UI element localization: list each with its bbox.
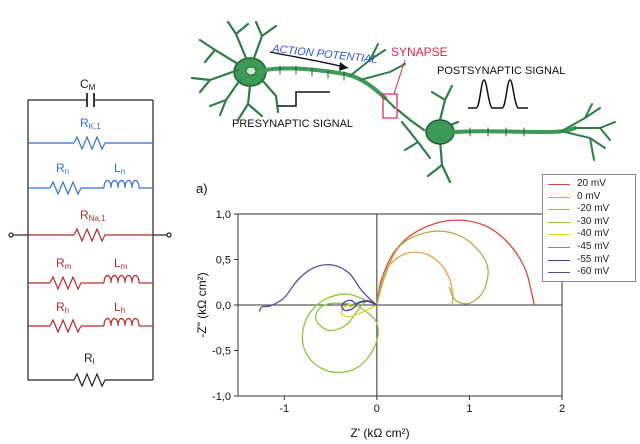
- series-line-0mV: [376, 251, 454, 306]
- y-tick-label: 0,5: [216, 255, 231, 267]
- y-axis-label: -Z" (kΩ cm²): [195, 272, 209, 337]
- x-tick-label: -1: [279, 403, 289, 415]
- ln-inductor: [103, 179, 140, 189]
- x-axis-label: Z' (kΩ cm²): [350, 426, 409, 440]
- legend-swatch: [548, 272, 570, 274]
- rm-resistor: [49, 275, 82, 291]
- legend-label: -20 mV: [577, 203, 610, 215]
- legend-swatch: [548, 184, 570, 185]
- circuit-diagram: [8, 93, 172, 388]
- legend-swatch: [548, 209, 570, 211]
- x-tick-label: 1: [466, 403, 472, 415]
- postsynaptic-label: POSTSYNAPTIC SIGNAL: [437, 65, 565, 77]
- legend-label: 20 mV: [577, 178, 606, 189]
- legend-label: -40 mV: [577, 228, 610, 240]
- chart-axes: -1 0 1 2 1,0 0,5 0,0 -0,5 -1,0: [212, 209, 565, 415]
- circuit-terminal-left: [8, 232, 14, 238]
- legend-swatch: [548, 234, 570, 236]
- x-tick-label: 0: [374, 403, 380, 415]
- legend-swatch: [548, 221, 570, 223]
- legend-item: -40 mV: [543, 228, 635, 240]
- postsynaptic-soma: [425, 119, 455, 145]
- rl-label: Rl: [84, 351, 95, 366]
- chart-series: [258, 219, 535, 374]
- y-tick-label: -1,0: [212, 391, 231, 403]
- postsynaptic-axon: [452, 126, 577, 135]
- x-tick-label: 2: [559, 403, 565, 415]
- ln-label: Ln: [114, 161, 125, 176]
- legend-label: -60 mV: [577, 266, 610, 278]
- rna-resistor: [73, 227, 106, 243]
- postsynaptic-myelin: [469, 127, 525, 137]
- legend-item: 0 mV: [543, 191, 635, 203]
- rl-resistor: [73, 372, 106, 388]
- synapse-box: [382, 93, 398, 119]
- presynaptic-label: PRESYNAPTIC SIGNAL: [232, 118, 353, 130]
- series-line-neg60mV: [258, 264, 378, 312]
- legend-swatch: [548, 247, 570, 248]
- series-line-neg30mV: [301, 293, 379, 374]
- legend-label: -30 mV: [577, 215, 610, 227]
- rm-label: Rm: [56, 256, 72, 271]
- rna-label: RNa,1: [80, 208, 106, 223]
- rk-label: RK,1: [80, 116, 101, 131]
- presynaptic-terminals: [349, 43, 406, 109]
- legend-label: -55 mV: [577, 253, 610, 265]
- legend-swatch: [548, 196, 570, 198]
- postsynaptic-terminals: [559, 103, 616, 161]
- legend-item: -20 mV: [543, 203, 635, 215]
- presynaptic-nucleus: [245, 66, 257, 76]
- neuron-illustration: [190, 20, 616, 184]
- presynaptic-myelin: [279, 65, 345, 81]
- legend-item: -45 mV: [543, 241, 635, 253]
- circuit-labels: CM RK,1 Rn Ln RNa,1 Rm Lm Rh Lh Rl: [56, 77, 128, 366]
- legend-item: -30 mV: [543, 216, 635, 228]
- lm-label: Lm: [114, 256, 128, 271]
- presynaptic-axon: [263, 66, 387, 100]
- lm-inductor: [103, 274, 140, 284]
- rn-label: Rn: [56, 161, 69, 176]
- legend-swatch: [548, 259, 570, 261]
- y-tick-label: 0,0: [216, 300, 231, 312]
- panel-label: a): [196, 181, 208, 196]
- y-tick-label: 1,0: [216, 209, 231, 221]
- rh-resistor: [49, 318, 82, 334]
- circuit-terminal-right: [166, 232, 172, 238]
- series-line-neg55mV: [341, 299, 378, 312]
- rn-resistor: [49, 180, 82, 196]
- presynaptic-signal-trace: [278, 91, 330, 107]
- y-tick-label: -0,5: [212, 346, 231, 358]
- lh-label: Lh: [114, 300, 125, 315]
- series-line-neg40mV: [340, 304, 378, 318]
- synapse-pointer: [393, 59, 406, 95]
- legend-label: 0 mV: [577, 190, 601, 202]
- rk-resistor: [73, 135, 106, 151]
- action-potential-arrowhead: [339, 62, 348, 71]
- postsynaptic-dendrites: [396, 84, 460, 184]
- legend-item: -60 mV: [543, 266, 635, 278]
- synapse-label: SYNAPSE: [391, 45, 448, 59]
- postsynaptic-signal-trace: [468, 79, 528, 109]
- legend-item: -55 mV: [543, 254, 635, 266]
- legend-item: 20 mV: [543, 178, 635, 190]
- legend-label: -45 mV: [577, 241, 610, 252]
- presynaptic-dendrites: [190, 20, 280, 122]
- rh-label: Rh: [56, 300, 69, 315]
- cm-label: CM: [80, 77, 96, 92]
- series-line-neg20mV: [376, 230, 489, 306]
- series-line-20mV: [376, 219, 535, 306]
- nyquist-chart: a) -1 0 1 2 1,0 0,5 0,0 -0,5 -1,0 Z' (kΩ cm²) -Z…: [195, 181, 565, 440]
- lh-inductor: [103, 317, 140, 327]
